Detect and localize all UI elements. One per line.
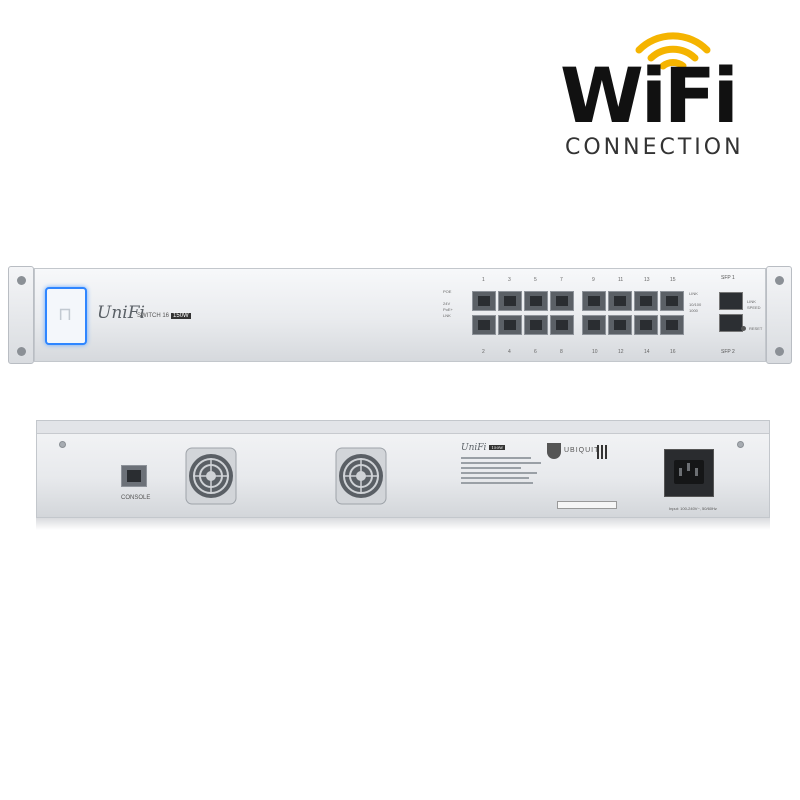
rj45-port[interactable] xyxy=(524,315,548,335)
port-number-label: 13 xyxy=(644,277,650,283)
sfp-port-1[interactable] xyxy=(719,292,743,310)
rear-power-badge: 150W xyxy=(489,445,506,450)
port-number-label: 6 xyxy=(534,349,537,355)
qr-code-icon xyxy=(597,445,609,459)
port-number-label: 7 xyxy=(560,277,563,283)
rj45-port[interactable] xyxy=(582,291,606,311)
poe-legend-title: POE xyxy=(443,289,452,294)
console-label: CONSOLE xyxy=(121,495,151,501)
port-number-label: 11 xyxy=(618,277,624,283)
logo-subtitle: CONNECTION xyxy=(565,135,744,160)
link-legend: LINK 10/100 1000 xyxy=(689,291,701,314)
power-rating-label: Input: 100-240V~, 50/60Hz xyxy=(669,506,717,511)
port-number-label: 10 xyxy=(592,349,598,355)
power-badge: 150W xyxy=(171,313,191,319)
link-legend-title: LINK xyxy=(689,291,698,296)
fan-grille-icon xyxy=(185,447,237,505)
port-number-label: 15 xyxy=(670,277,676,283)
rj45-port[interactable] xyxy=(498,291,522,311)
sfp-legend-speed: SPEED xyxy=(747,305,761,310)
reset-label: RESET xyxy=(749,326,763,331)
sfp-legend: LINK SPEED xyxy=(747,299,761,311)
certification-marks xyxy=(557,501,617,509)
rj45-port[interactable] xyxy=(550,315,574,335)
power-inlet[interactable] xyxy=(664,449,714,497)
status-led-button: ⊓ xyxy=(45,287,87,345)
rear-top-lip xyxy=(37,421,769,434)
rear-brand-text: UniFi xyxy=(461,443,487,453)
console-port[interactable] xyxy=(121,465,147,487)
rj45-port[interactable] xyxy=(608,291,632,311)
rj45-port[interactable] xyxy=(472,315,496,335)
rj45-port[interactable] xyxy=(608,315,632,335)
fan-grille-icon xyxy=(335,447,387,505)
port-number-label: 2 xyxy=(482,349,485,355)
rj45-port[interactable] xyxy=(634,291,658,311)
rj45-port[interactable] xyxy=(634,315,658,335)
rj45-port[interactable] xyxy=(660,315,684,335)
reset-button[interactable] xyxy=(741,326,746,331)
port-number-label: 8 xyxy=(560,349,563,355)
legend-poeplus: PoE+ xyxy=(443,307,453,312)
rj45-port[interactable] xyxy=(660,291,684,311)
port-number-label: 3 xyxy=(508,277,511,283)
port-number-label: 14 xyxy=(644,349,650,355)
rear-shadow xyxy=(36,518,770,530)
regulatory-text-lines xyxy=(461,457,541,487)
vendor-name: UBIQUITI xyxy=(564,447,603,454)
screw xyxy=(59,441,66,448)
ubiquiti-u-icon xyxy=(547,443,561,459)
screw xyxy=(737,441,744,448)
wifi-signal-icon xyxy=(635,32,711,70)
port-number-label: 5 xyxy=(534,277,537,283)
rj45-port[interactable] xyxy=(550,291,574,311)
port-number-label: 1 xyxy=(482,277,485,283)
rack-ear-right xyxy=(766,266,792,364)
rj45-port[interactable] xyxy=(472,291,496,311)
sfp1-label: SFP 1 xyxy=(721,275,735,281)
port-number-label: 9 xyxy=(592,277,595,283)
wifi-connection-logo: WiFi CONNECTION xyxy=(548,20,778,170)
sfp2-label: SFP 2 xyxy=(721,349,735,355)
model-name: SWITCH 16 xyxy=(137,313,170,319)
port-number-label: 4 xyxy=(508,349,511,355)
sfp-port-2[interactable] xyxy=(719,314,743,332)
rj45-port[interactable] xyxy=(524,291,548,311)
rj45-port[interactable] xyxy=(498,315,522,335)
front-brand-logo: UniFi xyxy=(97,303,145,323)
rack-ear-left xyxy=(8,266,34,364)
legend-1000: 1000 xyxy=(689,308,698,313)
legend-10-100: 10/100 xyxy=(689,302,702,307)
port-number-label: 12 xyxy=(618,349,624,355)
unifi-u-icon: ⊓ xyxy=(57,304,73,324)
legend-24v: 24V xyxy=(443,301,451,306)
sfp-legend-link: LINK xyxy=(747,299,756,304)
logo-wordmark: WiFi xyxy=(560,51,739,140)
port-number-label: 16 xyxy=(670,349,676,355)
poe-legend: POE 24V PoE+ LNK xyxy=(443,289,453,319)
legend-lnk: LNK xyxy=(443,313,451,318)
rj45-port[interactable] xyxy=(582,315,606,335)
